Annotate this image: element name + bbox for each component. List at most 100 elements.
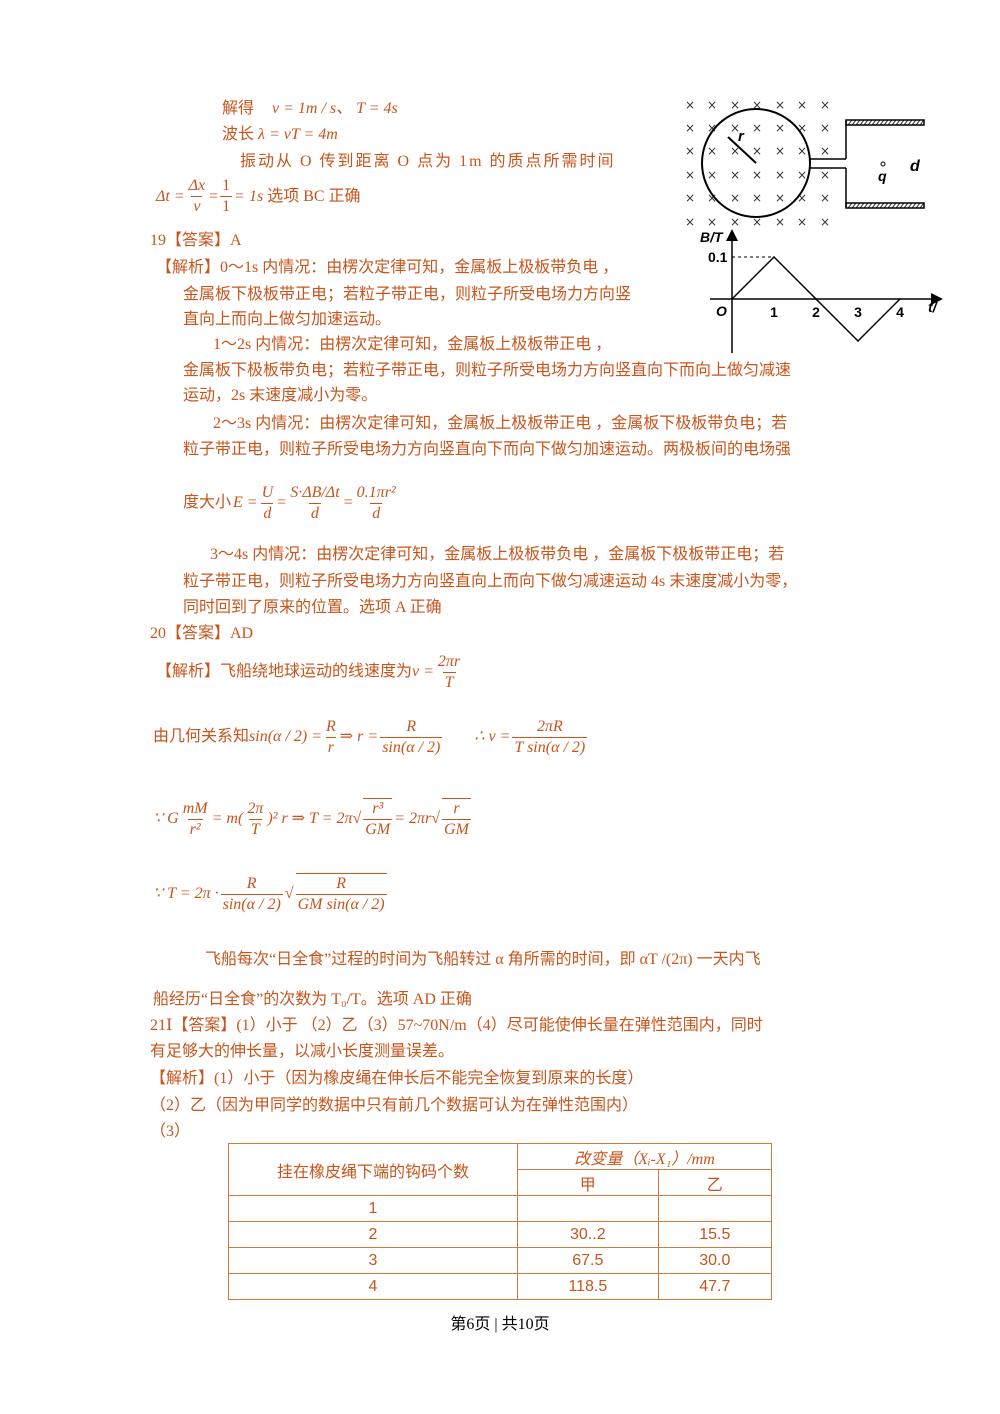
frac-den: GM xyxy=(442,819,471,838)
frac-num: 0.1πr² xyxy=(356,483,396,501)
field-prefix: 度大小 xyxy=(183,494,232,511)
data-point xyxy=(731,298,733,300)
velocity-prefix: 【解析】飞船绕地球运动的线速度为 xyxy=(156,663,413,680)
magnetic-field-diagram: ××××××××××××××××××××××××××××××××××××××××… xyxy=(685,98,925,229)
cell-count: 3 xyxy=(228,1247,518,1274)
hatch-line xyxy=(907,202,913,209)
delta-t-conclusion: 选项 BC 正确 xyxy=(267,187,361,205)
field-cross: × xyxy=(685,215,695,229)
hatch-line xyxy=(911,202,917,209)
hatch-line xyxy=(891,119,897,126)
hatch-line xyxy=(867,119,873,126)
frac-num: R xyxy=(246,874,257,892)
field-cross: × xyxy=(775,98,785,112)
q19-line-7: 2～3s 内情况：由楞次定律可知，金属板上极板带正电 ，金属板下极板带负电；若 xyxy=(213,415,788,432)
frac-den: d xyxy=(261,502,274,522)
hatch-line xyxy=(859,119,865,126)
frac-den: T xyxy=(442,671,456,691)
field-cross: × xyxy=(797,121,807,135)
hatch-line xyxy=(855,202,861,209)
distance-label: d xyxy=(910,158,921,175)
cell-a xyxy=(517,1195,659,1222)
frac-den: r xyxy=(325,736,336,756)
q20-line-5: 飞船每次“日全食”过程的时间为飞船转过 α 角所需的时间，即 αT /(2π) … xyxy=(205,951,761,968)
propagation-text: 振动从 O 传到距离 O 点为 1m 的质点所需时间 xyxy=(240,153,616,170)
x-tick-label: 1 xyxy=(770,304,778,320)
r3-over-gm: r³ GM xyxy=(363,798,393,840)
frac-num: R xyxy=(325,717,336,735)
field-cross: × xyxy=(752,168,762,182)
field-cross: × xyxy=(707,121,717,135)
q21-line-3: 【解析】(1）小于（因为橡皮绳在伸长后不能完全恢复到原来的长度） xyxy=(150,1070,644,1087)
field-cross: × xyxy=(775,215,785,229)
hatch-line xyxy=(851,119,857,126)
q19-line-6: 运动，2s 末速度减小为零。 xyxy=(183,387,378,404)
x-tick-label: 4 xyxy=(896,304,904,320)
geometry-prefix: 由几何关系知 xyxy=(153,728,250,745)
data-point xyxy=(899,298,901,300)
field-cross: × xyxy=(820,168,830,182)
field-cross: × xyxy=(685,98,695,112)
q19-line-2: 金属板下极板带正电；若粒子带正电，则粒子所受电场力方向竖 xyxy=(183,286,632,303)
q19-line-4: 1～2s 内情况：由楞次定律可知，金属板上极板带正电 ， xyxy=(213,336,612,353)
gravity-g: ∵ G xyxy=(153,810,179,827)
plate-hatching xyxy=(847,119,925,209)
q21-line-4: （2）乙（因为甲同学的数据中只有前几个数据可认为在弹性范围内） xyxy=(150,1097,639,1114)
field-cross: × xyxy=(820,98,830,112)
hatch-line xyxy=(919,202,925,209)
cell-b: 30.0 xyxy=(657,1247,773,1274)
hatch-line xyxy=(879,119,885,126)
field-cross: × xyxy=(730,215,740,229)
field-cross: × xyxy=(730,121,740,135)
hatch-line xyxy=(891,202,897,209)
hatch-line xyxy=(875,202,881,209)
frac-num: 2πR xyxy=(536,717,563,735)
hatch-line xyxy=(911,119,917,126)
field-cross: × xyxy=(775,121,785,135)
frac-num: U xyxy=(261,483,274,501)
q20-line-6: 船经历“日全食”的次数为 T₀/T。选项 AD 正确 xyxy=(153,991,472,1008)
radius-line xyxy=(727,136,757,164)
table-row: 1 xyxy=(228,1195,773,1222)
cell-count: 4 xyxy=(228,1273,518,1300)
header-weights: 挂在橡皮绳下端的钩码个数 xyxy=(228,1143,518,1196)
wavelength-line: 波长 λ = vT = 4m xyxy=(222,125,338,145)
wavelength-prefix: 波长 xyxy=(222,126,255,143)
cell-a: 118.5 xyxy=(517,1273,659,1300)
field-cross: × xyxy=(752,144,762,158)
velocity-symbol: v = xyxy=(412,663,434,680)
solve-equation: v = 1m / s、 T = 4s xyxy=(272,100,398,117)
coil-circle xyxy=(701,108,811,218)
charge-label: q xyxy=(878,168,887,184)
hatch-line xyxy=(871,119,877,126)
frac-den: GM xyxy=(363,819,393,838)
data-point xyxy=(815,298,817,300)
hatch-line xyxy=(887,119,893,126)
hatch-line xyxy=(867,202,873,209)
origin-label: O xyxy=(716,303,727,319)
field-cross: × xyxy=(752,121,762,135)
period-t: ∵ T = 2π · xyxy=(153,885,219,902)
field-cross: × xyxy=(730,168,740,182)
q19-line-5: 金属板下极板带负电；若粒子带正电，则粒子所受电场力方向竖直向下而向上做匀减速 xyxy=(183,362,792,379)
cell-b: 47.7 xyxy=(657,1273,773,1300)
cell-a: 67.5 xyxy=(517,1247,659,1274)
x-axis-label: t/ xyxy=(928,299,939,315)
page-footer: 第6页 | 共10页 xyxy=(450,1316,550,1333)
frac-num: R xyxy=(336,875,346,892)
frac-den: r² xyxy=(187,818,203,838)
frac-num: r³ xyxy=(372,800,384,817)
